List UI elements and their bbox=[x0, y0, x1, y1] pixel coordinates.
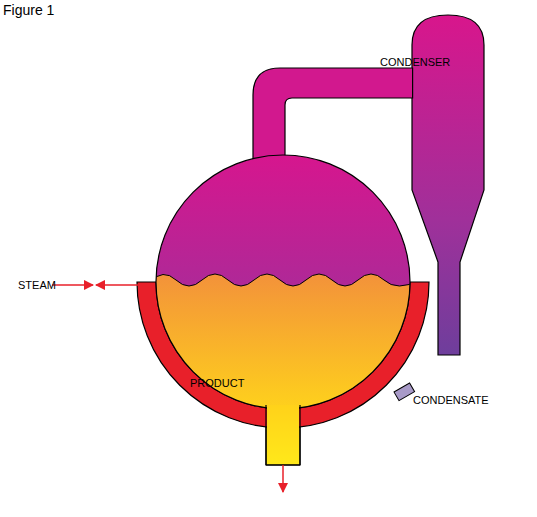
vessel-outline bbox=[156, 155, 410, 409]
liquid bbox=[150, 274, 420, 420]
condensate-nozzle bbox=[394, 383, 415, 401]
steam-line bbox=[96, 284, 138, 286]
product-arrow bbox=[282, 465, 284, 492]
part-label: STEAM bbox=[18, 279, 56, 292]
product-outlet bbox=[267, 405, 299, 464]
part-label: CONDENSATE bbox=[413, 394, 489, 407]
steam-line bbox=[52, 284, 93, 286]
figure-title: Figure 1 bbox=[3, 2, 54, 18]
part-label: CONDENSER bbox=[380, 56, 450, 69]
pipe-edge bbox=[265, 405, 266, 465]
pipe-edge bbox=[299, 405, 300, 465]
part-label: PRODUCT bbox=[190, 377, 244, 390]
